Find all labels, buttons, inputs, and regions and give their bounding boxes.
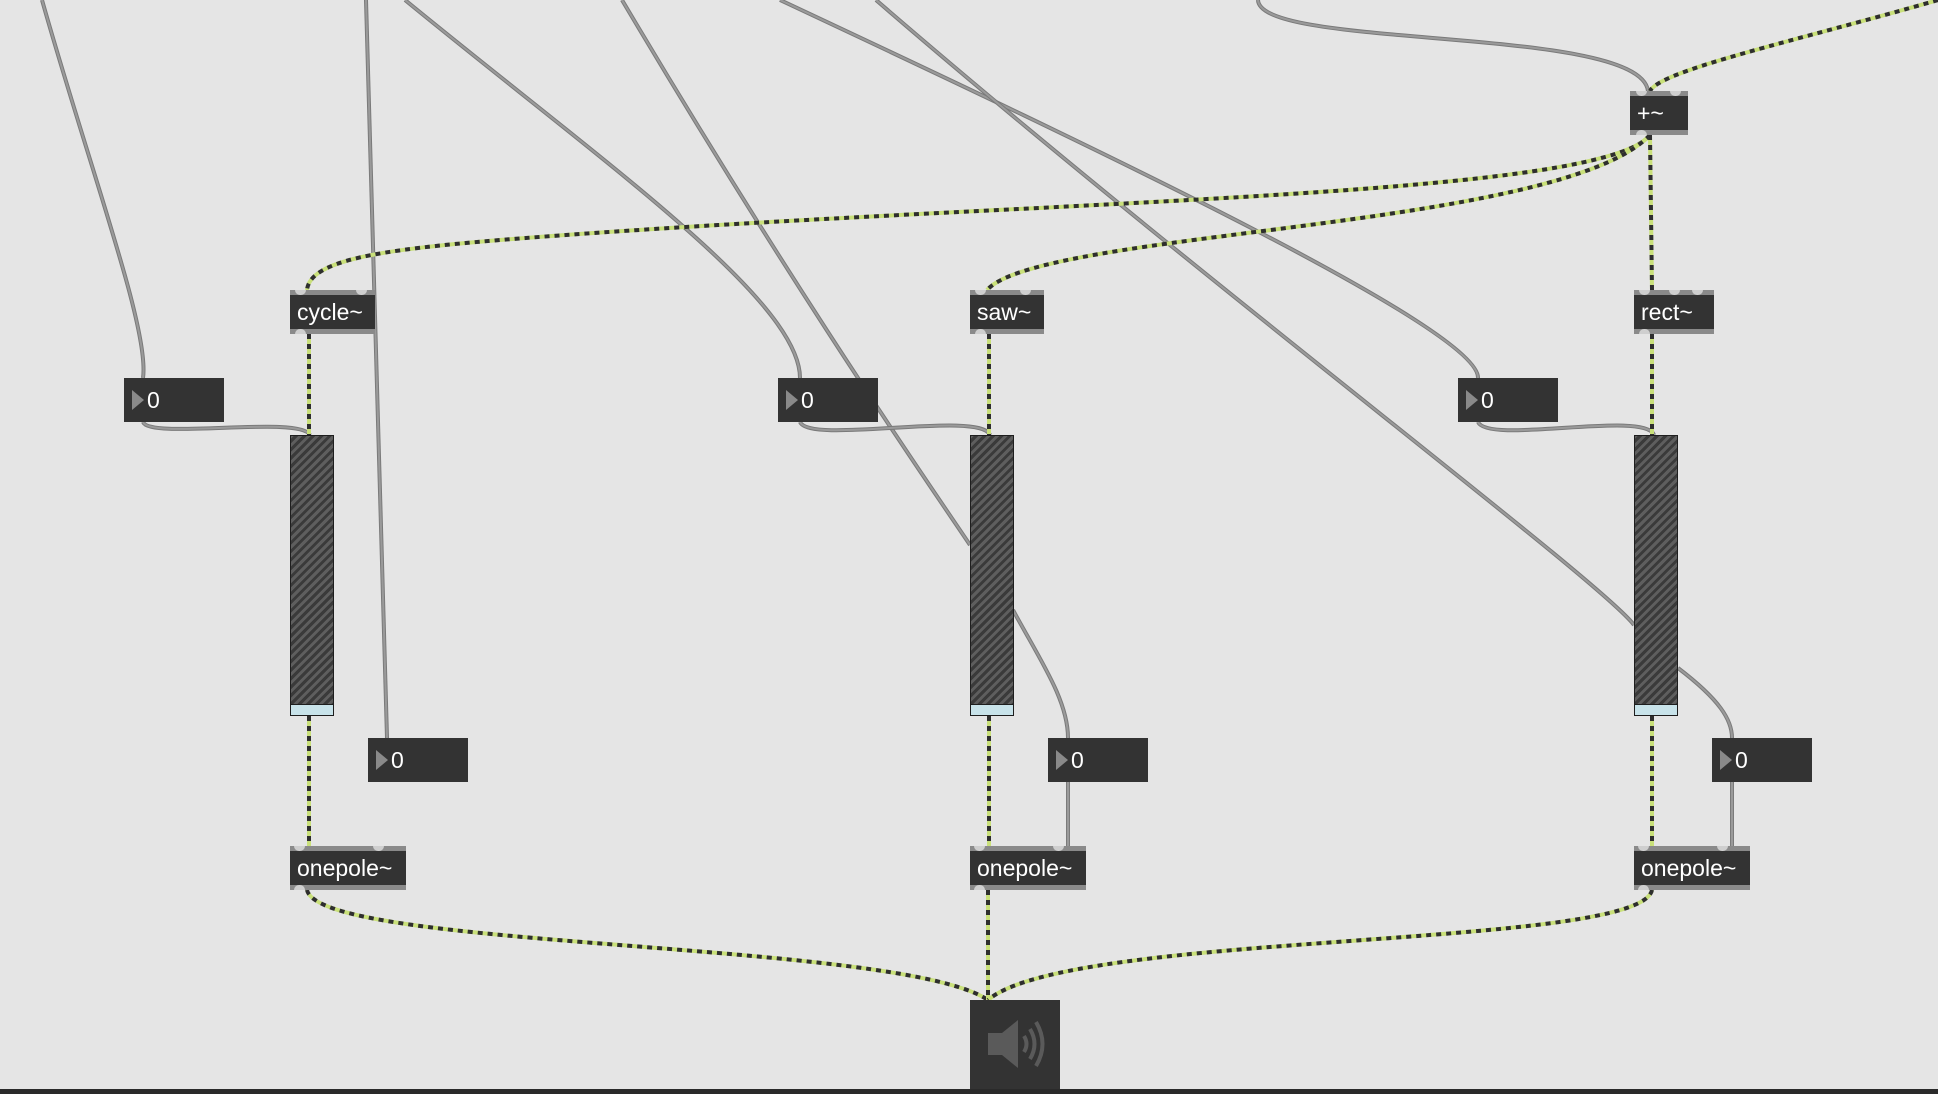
number-triangle-icon: [1466, 390, 1478, 410]
signal-patchcord-dash: [986, 889, 1654, 1002]
control-patchcord[interactable]: [365, 0, 388, 739]
number-triangle-icon: [1720, 750, 1732, 770]
inlet[interactable]: [295, 290, 306, 295]
number-triangle-icon: [786, 390, 798, 410]
number-triangle-icon: [1056, 750, 1068, 770]
cutoff-number-box[interactable]: 0: [1048, 738, 1148, 782]
object-label: saw~: [977, 299, 1032, 325]
gain-slider[interactable]: [290, 435, 334, 716]
control-patchcord[interactable]: [142, 421, 311, 436]
signal-patchcord-dash: [985, 133, 1652, 292]
control-patchcord-outline: [40, 0, 146, 379]
object-label: onepole~: [977, 855, 1073, 881]
inlet[interactable]: [1053, 846, 1064, 851]
gain-slider-knob[interactable]: [971, 704, 1013, 715]
outlet[interactable]: [1636, 130, 1647, 135]
inlet[interactable]: [356, 290, 367, 295]
signal-patchcord[interactable]: [1648, 134, 1654, 291]
cutoff-number-box[interactable]: 0: [368, 738, 468, 782]
number-triangle-icon: [132, 390, 144, 410]
onepole-filter-object[interactable]: onepole~: [290, 846, 406, 890]
control-patchcord-outline: [1256, 0, 1650, 92]
signal-patchcord-dash: [305, 889, 990, 1002]
control-patchcord[interactable]: [1257, 0, 1649, 92]
window-bottom-edge: [0, 1089, 1938, 1094]
inlet[interactable]: [1638, 846, 1649, 851]
gain-slider-knob[interactable]: [291, 704, 333, 715]
gain-number-box[interactable]: 0: [1458, 378, 1558, 422]
control-patchcord-outline: [1476, 420, 1656, 437]
add-signal-object[interactable]: +~: [1630, 91, 1688, 135]
rect-oscillator-object[interactable]: rect~: [1634, 290, 1714, 334]
control-patchcord[interactable]: [41, 0, 145, 379]
outlet[interactable]: [1638, 885, 1649, 890]
object-label: rect~: [1641, 299, 1693, 325]
number-value: 0: [1481, 387, 1494, 413]
object-label: +~: [1637, 100, 1664, 126]
signal-patchcord-dash: [1648, 0, 1938, 93]
speaker-icon: [988, 1020, 1045, 1068]
inlet[interactable]: [1669, 290, 1680, 295]
number-value: 0: [147, 387, 160, 413]
gain-slider[interactable]: [970, 435, 1014, 716]
onepole-filter-object[interactable]: onepole~: [1634, 846, 1750, 890]
inlet[interactable]: [1692, 290, 1703, 295]
outlet[interactable]: [294, 885, 305, 890]
number-value: 0: [1735, 747, 1748, 773]
inlet[interactable]: [975, 290, 986, 295]
onepole-filter-object[interactable]: onepole~: [970, 846, 1086, 890]
control-patchcord[interactable]: [1477, 421, 1655, 436]
object-label: onepole~: [1641, 855, 1737, 881]
control-patchcord-outline: [141, 420, 312, 437]
saw-oscillator-object[interactable]: saw~: [970, 290, 1044, 334]
signal-patchcord[interactable]: [305, 889, 990, 1002]
gain-slider[interactable]: [1634, 435, 1678, 716]
control-patchcord[interactable]: [799, 421, 991, 436]
outlet[interactable]: [1639, 329, 1650, 334]
object-label: onepole~: [297, 855, 393, 881]
inlet[interactable]: [373, 846, 384, 851]
inlet[interactable]: [1717, 846, 1728, 851]
control-patchcord[interactable]: [404, 0, 801, 379]
outlet[interactable]: [975, 329, 986, 334]
inlet[interactable]: [1639, 290, 1650, 295]
control-patchcord-outline: [779, 0, 1481, 379]
control-patchcord[interactable]: [779, 0, 1480, 379]
number-value: 0: [801, 387, 814, 413]
signal-patchcord[interactable]: [305, 133, 1652, 291]
object-label: cycle~: [297, 299, 363, 325]
control-patchcord-outline: [403, 0, 802, 379]
number-value: 0: [1071, 747, 1084, 773]
inlet[interactable]: [294, 846, 305, 851]
control-patchcord-outline: [364, 0, 389, 739]
control-patchcord-outline: [798, 420, 992, 437]
signal-patchcord[interactable]: [1648, 0, 1938, 93]
cycle-oscillator-object[interactable]: cycle~: [290, 290, 375, 334]
signal-patchcord-dash: [305, 133, 1652, 291]
outlet[interactable]: [974, 885, 985, 890]
audio-output-object[interactable]: [970, 1000, 1060, 1089]
inlet[interactable]: [1670, 91, 1681, 96]
inlet[interactable]: [1636, 91, 1647, 96]
gain-number-box[interactable]: 0: [124, 378, 224, 422]
signal-patchcord-dash: [1648, 134, 1654, 291]
gain-slider-knob[interactable]: [1635, 704, 1677, 715]
inlet[interactable]: [1020, 290, 1031, 295]
cutoff-number-box[interactable]: 0: [1712, 738, 1812, 782]
number-value: 0: [391, 747, 404, 773]
outlet[interactable]: [295, 329, 306, 334]
gain-number-box[interactable]: 0: [778, 378, 878, 422]
signal-patchcord[interactable]: [985, 133, 1652, 292]
number-triangle-icon: [376, 750, 388, 770]
inlet[interactable]: [974, 846, 985, 851]
signal-patchcord[interactable]: [986, 889, 1654, 1002]
